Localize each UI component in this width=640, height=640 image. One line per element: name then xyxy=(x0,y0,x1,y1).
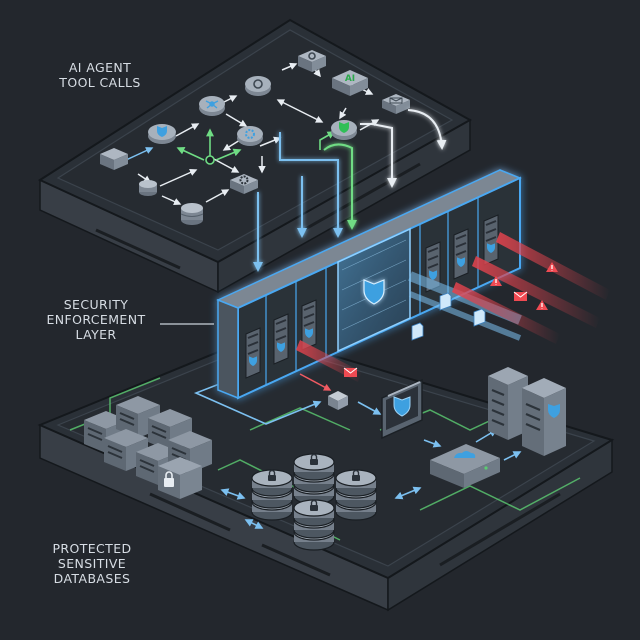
shield-icon xyxy=(429,270,437,280)
ai-agent-tool-calls-label: AI AGENT TOOL CALLS xyxy=(30,60,170,90)
database-icon xyxy=(139,180,157,196)
label-line: PROTECTED xyxy=(52,541,132,556)
storage-cube-cluster xyxy=(84,396,212,499)
ai-chip: AI xyxy=(332,70,368,96)
enforcement-servers xyxy=(245,214,499,379)
shield-icon xyxy=(363,279,385,305)
server-icon xyxy=(273,313,289,365)
protected-databases-label: PROTECTED SENSITIVE DATABASES xyxy=(22,541,162,586)
database-icon xyxy=(251,469,293,521)
shield-panel xyxy=(381,378,423,440)
database-icon xyxy=(293,453,335,505)
lock-icon xyxy=(352,469,360,481)
label-line: ENFORCEMENT xyxy=(46,312,146,327)
cloud-icon xyxy=(454,451,476,458)
warning-icon xyxy=(536,300,548,310)
blocked-threats xyxy=(296,232,610,391)
lock-icon xyxy=(164,471,174,487)
mail-icon xyxy=(343,367,358,377)
label-line: TOOL CALLS xyxy=(59,75,141,90)
label-line: DATABASES xyxy=(53,571,131,586)
server-icon xyxy=(100,148,128,170)
label-line: SENSITIVE xyxy=(57,556,127,571)
server-towers xyxy=(488,367,566,456)
ai-chip-icon: AI xyxy=(345,74,355,84)
mail-icon xyxy=(513,291,528,301)
shield-icon xyxy=(277,342,285,352)
label-line: SECURITY xyxy=(63,297,129,312)
lock-cube xyxy=(158,457,202,499)
label-line: LAYER xyxy=(75,327,117,342)
server-icon xyxy=(483,214,499,266)
gear-icon xyxy=(239,175,249,185)
shield-icon xyxy=(157,126,167,137)
shield-icon xyxy=(339,122,349,133)
gear-icon xyxy=(308,52,316,60)
gear-node xyxy=(230,174,258,194)
mail-icon xyxy=(389,97,403,104)
database-icon xyxy=(293,499,335,551)
agent-nodes: AI xyxy=(100,50,410,225)
document-icon xyxy=(439,292,452,311)
lock-icon xyxy=(310,453,318,465)
database-stacks xyxy=(251,453,377,551)
lock-icon xyxy=(310,499,318,511)
shield-icon xyxy=(548,404,560,418)
database-platform xyxy=(37,332,615,612)
database-icon xyxy=(180,203,204,225)
cloud-device xyxy=(430,444,500,488)
agent-platform: AI xyxy=(37,18,473,294)
document-icon xyxy=(411,322,424,341)
shield-icon xyxy=(305,328,313,338)
label-line: AI AGENT xyxy=(68,60,132,75)
gear-box xyxy=(298,50,326,72)
descending-flows xyxy=(253,109,447,272)
gear-icon xyxy=(245,129,255,139)
shield-icon xyxy=(249,356,257,366)
database-icon xyxy=(335,469,377,521)
server-icon xyxy=(245,327,261,379)
security-enforcement-layer-label: SECURITY ENFORCEMENT LAYER xyxy=(26,297,166,342)
document-icon xyxy=(473,308,486,327)
warning-icon xyxy=(546,262,558,272)
server-icon xyxy=(301,299,317,351)
network-icon xyxy=(205,100,219,109)
shield-icon xyxy=(393,396,411,417)
shield-icon xyxy=(457,257,465,267)
lock-icon xyxy=(268,469,276,481)
shield-icon xyxy=(487,243,495,253)
warning-icon xyxy=(490,276,502,286)
server-icon xyxy=(453,228,469,280)
small-node-cube xyxy=(328,391,348,410)
